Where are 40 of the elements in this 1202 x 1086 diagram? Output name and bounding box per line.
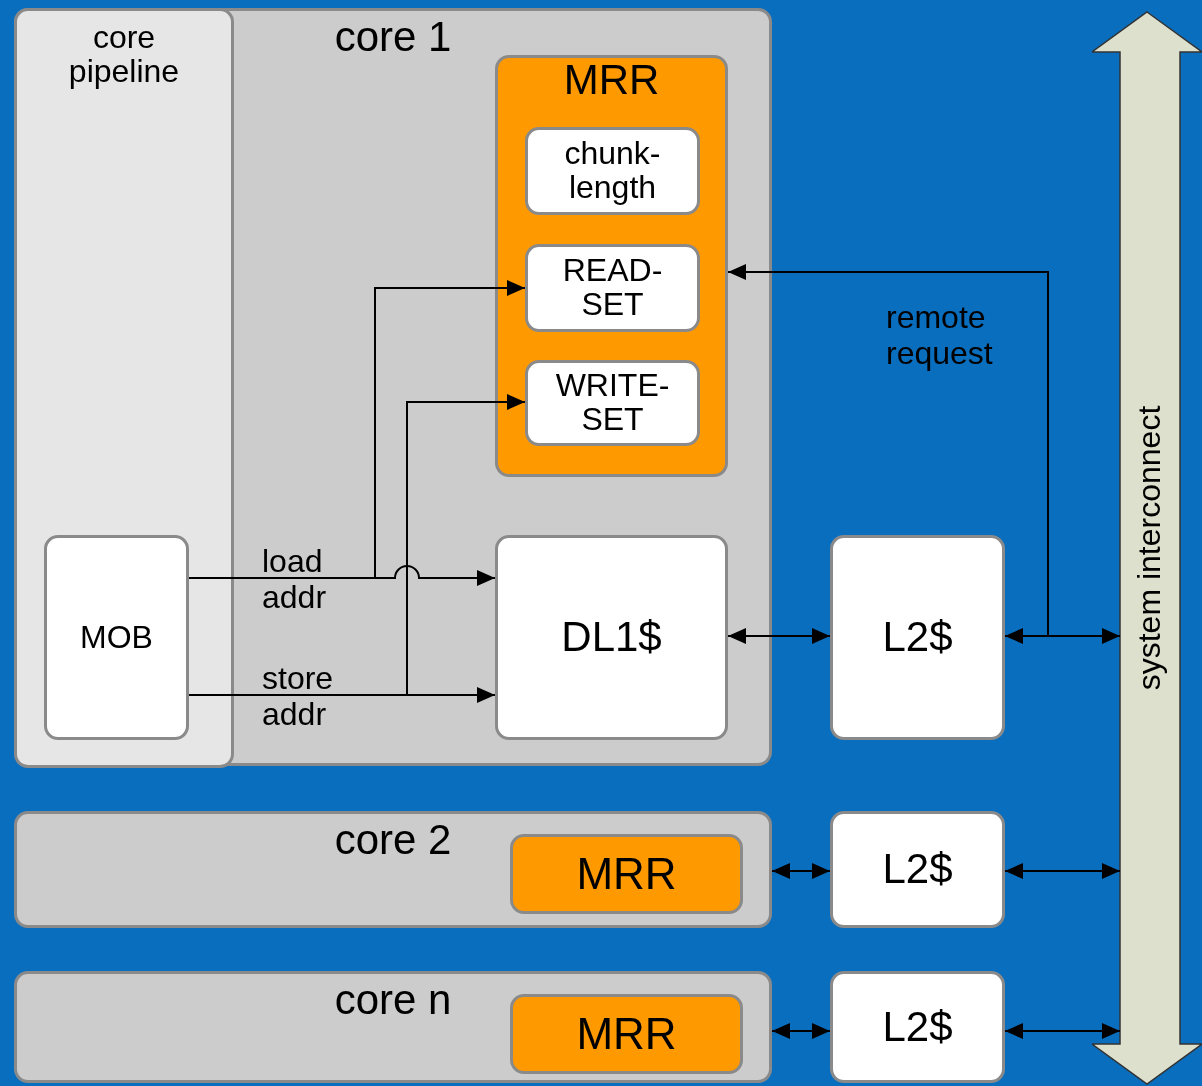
unit-box — [495, 535, 728, 740]
edge-label: load addr — [262, 543, 328, 615]
edge-label: store addr — [262, 660, 335, 732]
core-panel — [14, 971, 772, 1083]
unit-box — [44, 535, 189, 740]
unit-label: MRR — [576, 1010, 677, 1058]
pipeline-panel — [14, 8, 234, 768]
core-title: core 1 — [334, 15, 452, 60]
unit-label: MOB — [80, 620, 153, 655]
interconnect-label: system interconnect — [1133, 405, 1167, 691]
core-title: core 2 — [334, 818, 452, 863]
register-group-box — [510, 994, 743, 1074]
unit-label: L2$ — [882, 1004, 953, 1050]
unit-label: READ-SET — [561, 254, 664, 322]
unit-label: MRR — [576, 850, 677, 898]
core-panel — [14, 8, 772, 766]
edge-label: remote request — [886, 299, 994, 371]
unit-label: L2$ — [882, 847, 953, 892]
unit-box — [830, 971, 1005, 1083]
arrow — [1004, 863, 1121, 879]
core-title: core n — [334, 978, 452, 1023]
register-box — [525, 360, 700, 446]
arrow — [771, 863, 831, 879]
core-panel — [14, 811, 772, 928]
register-group-box — [495, 55, 728, 477]
unit-box — [830, 535, 1005, 740]
unit-box — [830, 811, 1005, 928]
arrow — [771, 1023, 831, 1039]
arrow — [1004, 1023, 1121, 1039]
register-box — [525, 127, 700, 215]
unit-label: chunk-length — [563, 137, 662, 205]
pipeline-title: core pipeline — [67, 21, 181, 89]
group-title: MRR — [563, 58, 660, 103]
unit-label: WRITE-SET — [554, 369, 671, 437]
interconnect-arrow — [1092, 10, 1202, 1086]
arrow — [727, 628, 831, 644]
register-group-box — [510, 834, 743, 914]
unit-label: L2$ — [882, 615, 953, 660]
register-box — [525, 244, 700, 332]
unit-label: DL1$ — [561, 615, 662, 660]
